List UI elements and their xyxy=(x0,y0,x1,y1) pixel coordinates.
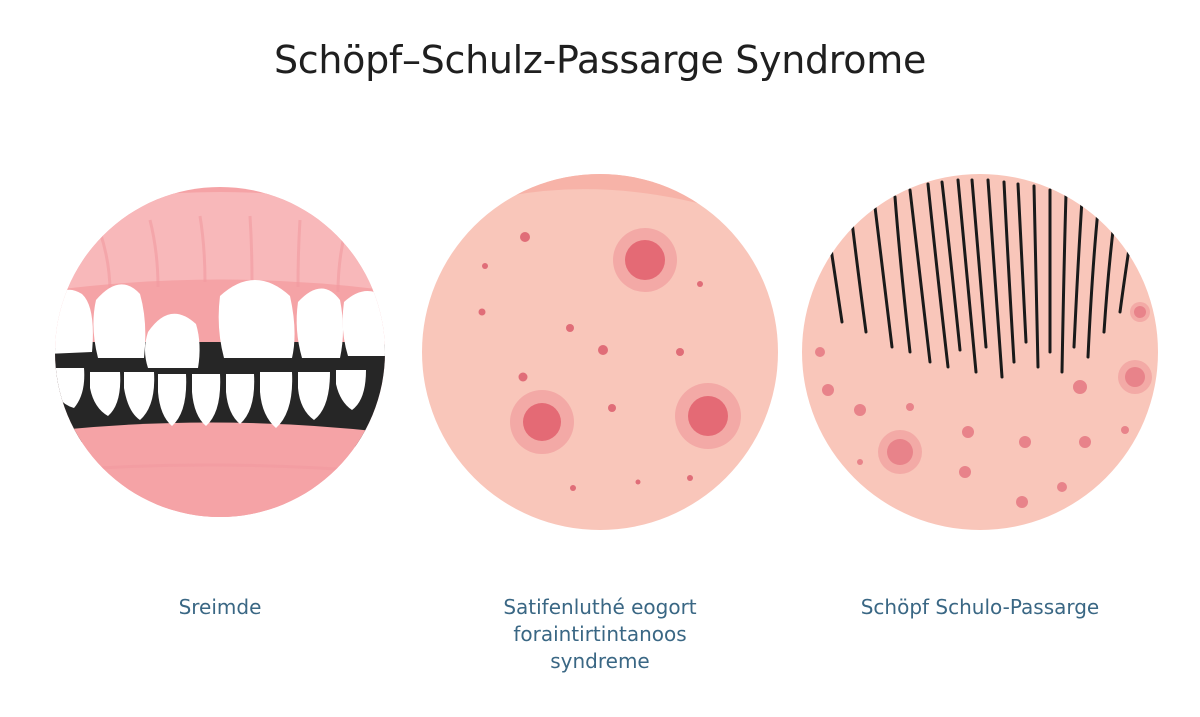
caption-teeth-line-1: Sreimde xyxy=(178,595,262,619)
caption-hair: Schöpf Schulo-Passarge xyxy=(800,594,1160,621)
caption-skin-line-3: syndreme xyxy=(550,649,650,673)
caption-skin-line-2: foraintirtintanoos xyxy=(513,622,687,646)
hair-scalp-illustration xyxy=(800,172,1160,532)
skin-lesions-illustration xyxy=(420,172,780,532)
caption-skin-line-1: Satifenluthé eogort xyxy=(503,595,697,619)
caption-hair-line-1: Schöpf Schulo-Passarge xyxy=(860,595,1100,619)
teeth-illustration xyxy=(40,172,400,532)
caption-skin: Satifenluthé eogort foraintirtintanoos s… xyxy=(420,594,780,675)
caption-teeth: Sreimde xyxy=(40,594,400,621)
page-title: Schöpf–Schulz-Passarge Syndrome xyxy=(273,38,927,82)
